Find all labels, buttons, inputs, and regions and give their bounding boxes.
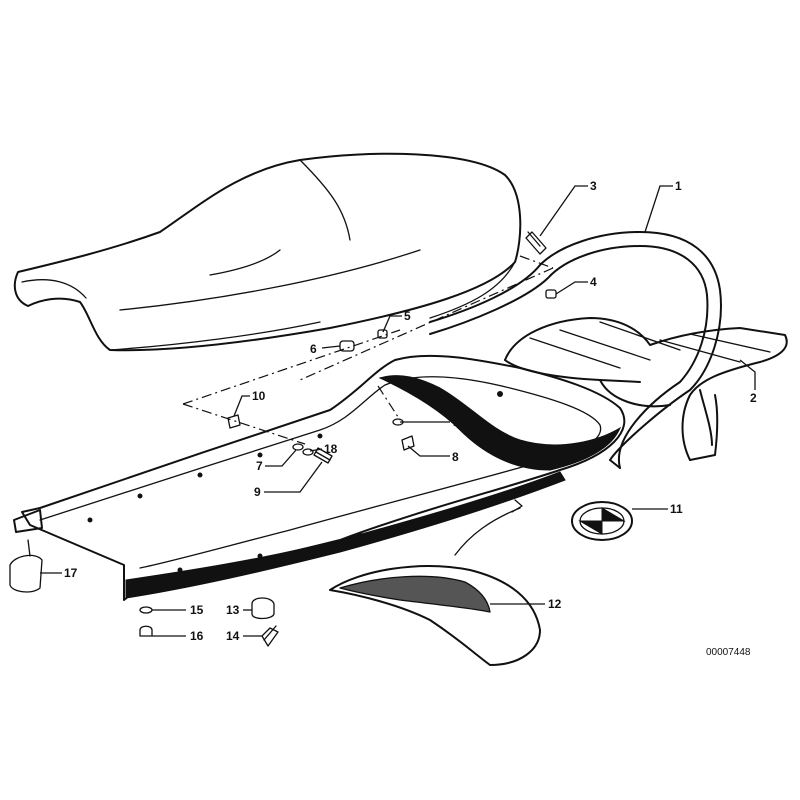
seat-cushion — [13, 152, 522, 352]
callout-11: 11 — [670, 502, 683, 516]
leader-lines — [40, 185, 756, 637]
seat-base-pan — [13, 354, 626, 601]
callout-2: 2 — [750, 391, 757, 405]
callout-17: 17 — [64, 566, 78, 580]
callout-4: 4 — [590, 275, 597, 289]
callout-16: 16 — [190, 629, 204, 643]
callout-7-left: 7 — [256, 459, 263, 473]
callout-18: 18 — [324, 442, 338, 456]
tail-cover-pad — [329, 499, 541, 666]
diagram-reference-number: 00007448 — [706, 647, 751, 658]
badge-emblem — [571, 501, 633, 541]
callout-1: 1 — [675, 179, 682, 193]
grab-rail — [429, 231, 722, 469]
callout-3: 3 — [590, 179, 597, 193]
luggage-rack — [504, 317, 788, 461]
callout-9: 9 — [254, 485, 261, 499]
callout-14: 14 — [226, 629, 240, 643]
callout-15: 15 — [190, 603, 204, 617]
assembly-lines — [182, 255, 554, 445]
callout-labels: 1 2 3 4 5 6 10 7 18 8 7 9 11 12 13 14 15… — [64, 179, 757, 643]
callout-13: 13 — [226, 603, 240, 617]
callout-7-right: 7 — [452, 415, 459, 429]
callout-8: 8 — [452, 450, 459, 464]
hardware — [9, 231, 557, 647]
callout-12: 12 — [548, 597, 562, 611]
callout-10: 10 — [252, 389, 266, 403]
callout-6: 6 — [310, 342, 317, 356]
callout-5: 5 — [404, 309, 411, 323]
